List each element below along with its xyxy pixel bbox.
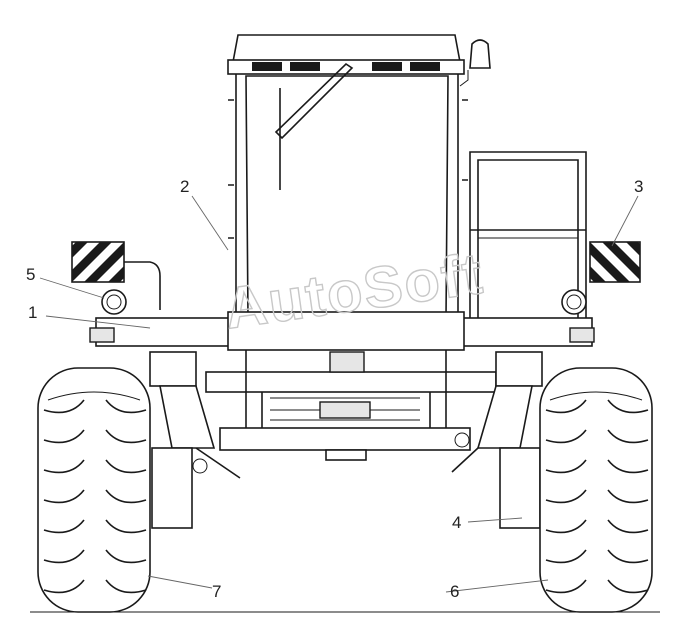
callout-2: 2 <box>180 177 189 196</box>
cab-pillars <box>235 74 459 320</box>
platform-railing <box>469 151 587 318</box>
beacon-lamp <box>469 39 491 69</box>
headlight-right <box>561 289 587 315</box>
cab-hinges <box>228 99 468 239</box>
plate-bracket-left <box>124 261 161 310</box>
axle-frame <box>205 350 497 461</box>
roof-lamps <box>252 62 440 71</box>
headlight-left <box>101 289 127 315</box>
callout-5: 5 <box>26 265 35 284</box>
callout-3: 3 <box>634 177 643 196</box>
cab-roof <box>232 34 461 63</box>
wheel-right <box>539 367 653 613</box>
leader-lines <box>39 195 639 593</box>
callout-4: 4 <box>452 513 461 532</box>
callout-7: 7 <box>212 582 221 601</box>
callout-6: 6 <box>450 582 459 601</box>
cab <box>227 34 491 320</box>
callout-1: 1 <box>28 303 37 322</box>
warning-plate-right <box>589 241 641 283</box>
suspension-right <box>451 351 543 529</box>
suspension-left <box>149 351 241 529</box>
warning-plate-left <box>71 241 125 283</box>
wheel-left <box>37 367 151 613</box>
hitch-block <box>329 351 365 373</box>
front-beam <box>89 311 595 351</box>
